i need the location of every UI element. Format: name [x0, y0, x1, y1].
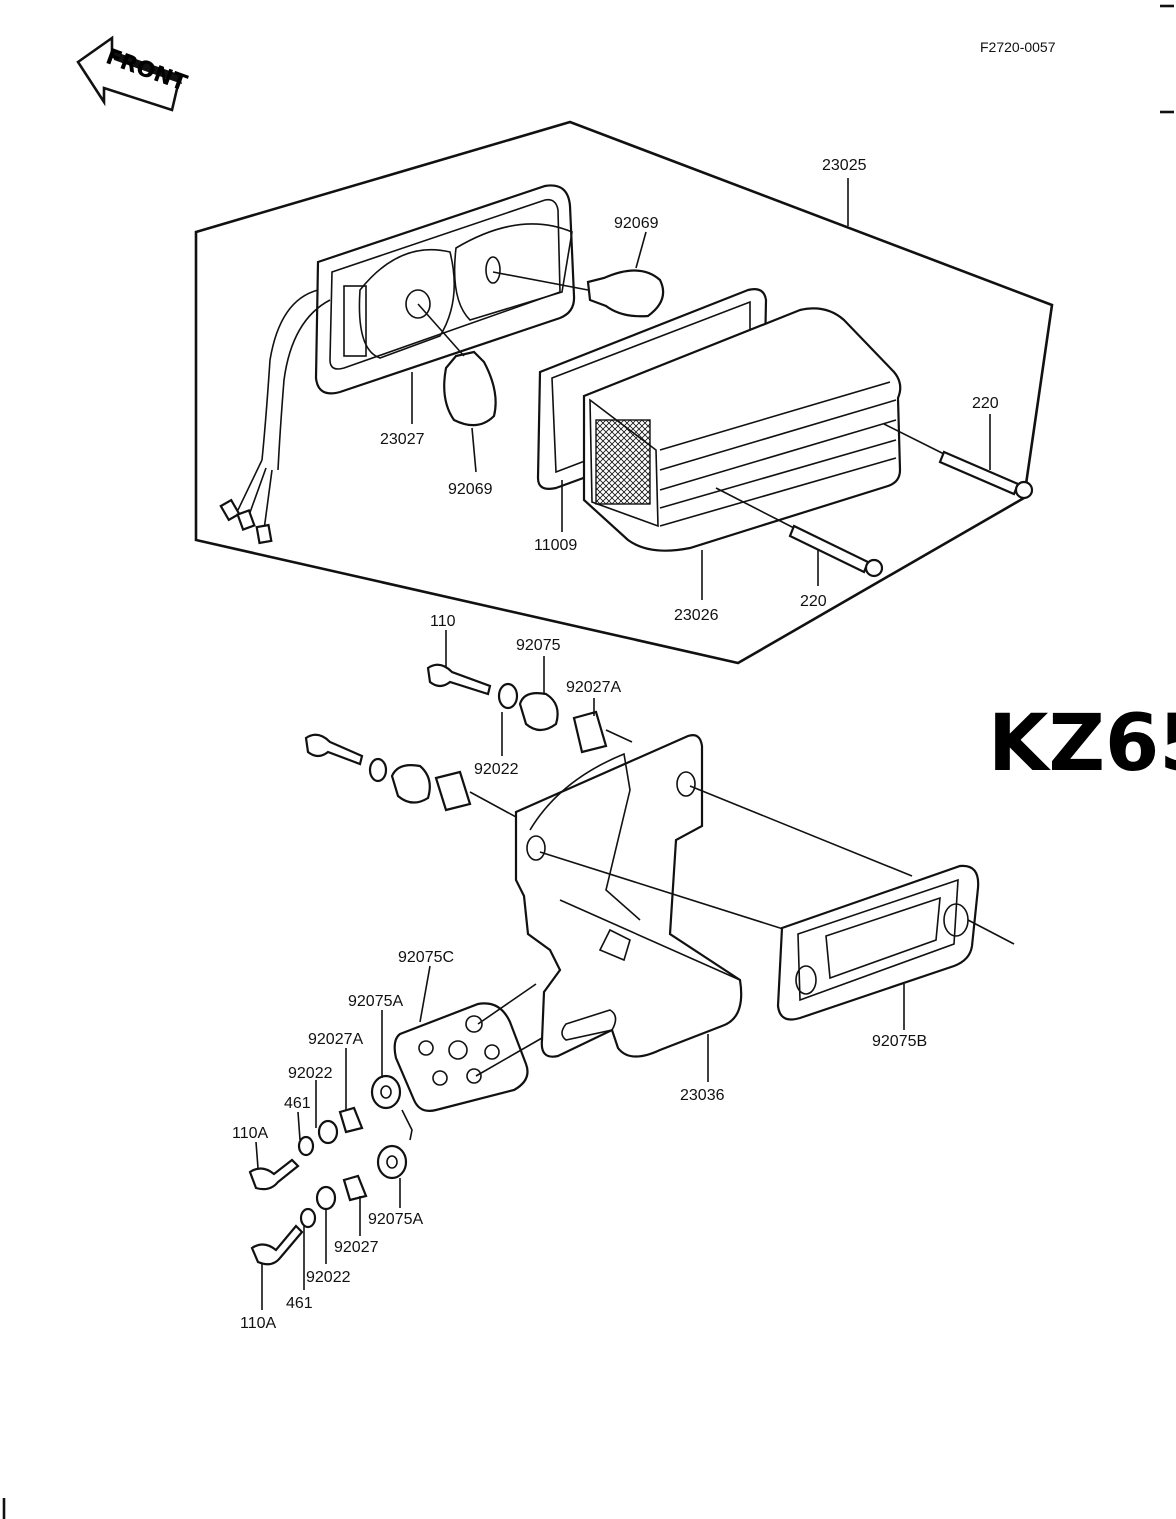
label-92075: 92075: [516, 637, 561, 654]
label-92069-bottom: 92069: [448, 481, 493, 498]
drawing-code: F2720-0057: [980, 39, 1056, 55]
label-23036: 23036: [680, 1087, 725, 1104]
front-arrow-label: FRONT: [102, 44, 190, 96]
label-92022-lower: 92022: [306, 1269, 351, 1286]
mount-hardware-upper: [304, 663, 633, 831]
label-92027A-mid: 92027A: [308, 1031, 363, 1048]
label-92069-top: 92069: [614, 215, 659, 232]
label-23027: 23027: [380, 431, 425, 448]
bulb-icon: [417, 303, 497, 427]
lens-housing: [582, 307, 902, 552]
label-220-upper: 220: [972, 395, 999, 412]
label-92022-mid: 92022: [288, 1065, 333, 1082]
screw-icon: [715, 487, 884, 578]
label-220-lower: 220: [800, 593, 827, 610]
label-11009: 11009: [534, 537, 577, 554]
label-23026: 23026: [674, 607, 719, 624]
label-92075A-upper: 92075A: [348, 993, 403, 1010]
part-labels: 23025 92069 23027 92069 220 220 11009 23…: [232, 157, 999, 1332]
label-92075A-lower: 92075A: [368, 1211, 423, 1228]
label-23025: 23025: [822, 157, 867, 174]
label-92027A-top: 92027A: [566, 679, 621, 696]
leader-lines: [255, 178, 991, 1310]
label-92027: 92027: [334, 1239, 379, 1256]
label-110A-upper: 110A: [232, 1125, 269, 1142]
label-110: 110: [430, 613, 456, 630]
bulb-icon: [492, 269, 665, 318]
screw-icon: [883, 423, 1034, 500]
label-461-upper: 461: [284, 1095, 311, 1112]
license-light-gasket: [776, 864, 1015, 1021]
label-92075C: 92075C: [398, 949, 454, 966]
bracket-icon: [514, 734, 913, 1058]
front-arrow-icon: FRONT: [76, 35, 190, 112]
mount-hardware-lower: [248, 1074, 413, 1266]
model-label: KZ65: [988, 699, 1176, 789]
label-92022-top: 92022: [474, 761, 519, 778]
rubber-pad: [393, 983, 543, 1112]
label-92075B: 92075B: [872, 1033, 927, 1050]
label-110A-lower: 110A: [240, 1315, 277, 1332]
label-461-lower: 461: [286, 1295, 313, 1312]
tail-lamp-icon: [219, 184, 576, 545]
